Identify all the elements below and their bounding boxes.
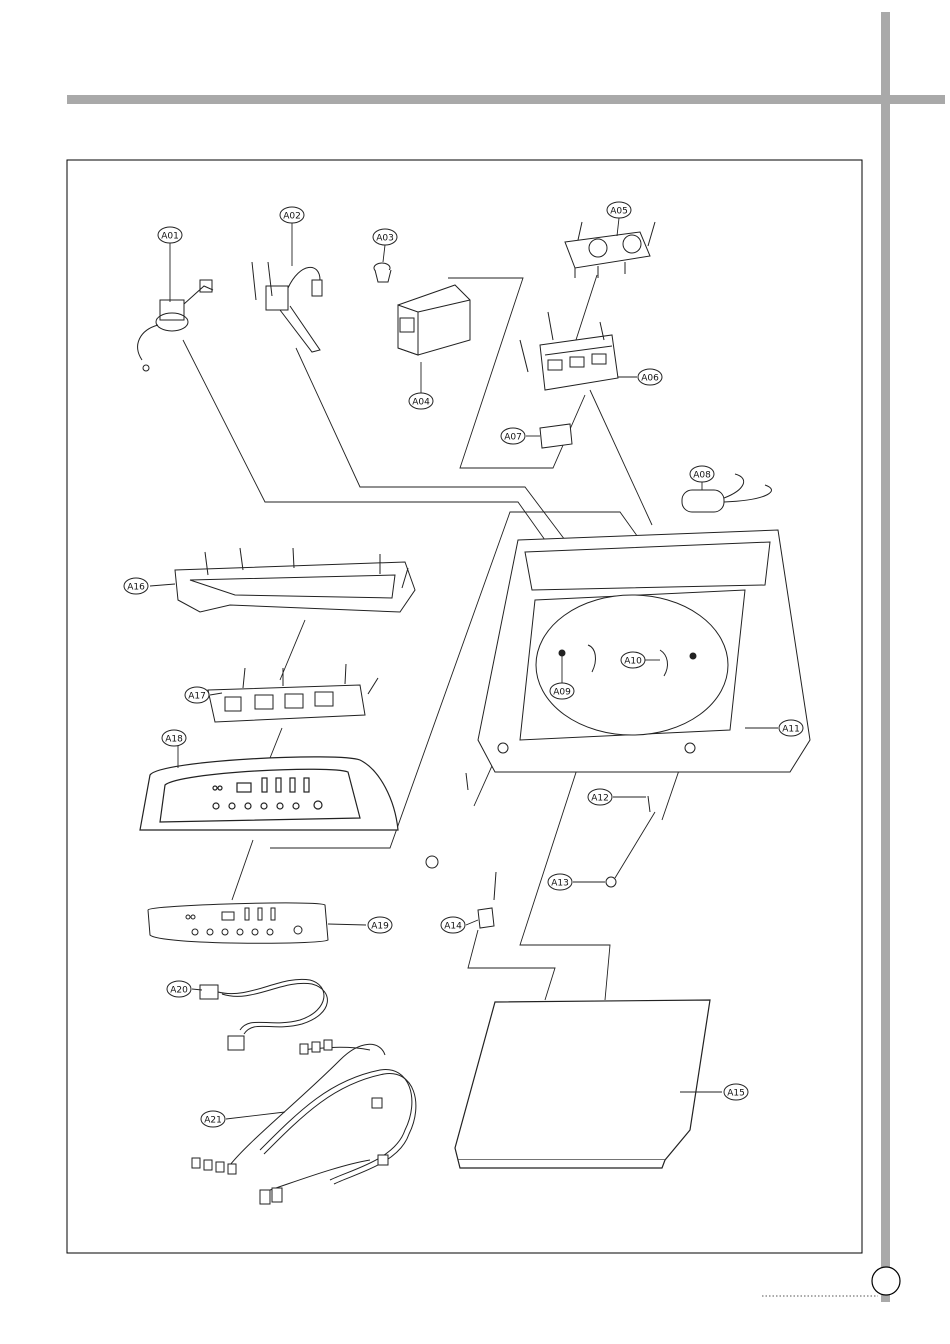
leader-a13	[615, 812, 655, 878]
leader-a14	[468, 930, 555, 1000]
callout-a17-text: A17	[188, 692, 206, 702]
callout-a20: A20	[167, 981, 191, 997]
callout-a10-text: A10	[624, 657, 642, 667]
callout-a19-text: A19	[371, 922, 389, 932]
part-a19-panel-overlay	[148, 903, 328, 943]
leader-a18-a19	[232, 840, 253, 900]
callout-a06-text: A06	[641, 374, 659, 384]
part-a16-panel-frame	[175, 548, 415, 612]
callout-a19: A19	[368, 917, 392, 933]
callout-a07: A07	[501, 428, 525, 444]
callout-a15-text: A15	[727, 1089, 745, 1099]
callout-a15: A15	[724, 1084, 748, 1100]
part-a01-pressure-switch	[138, 280, 213, 371]
part-a02-sensor-bracket	[252, 262, 322, 352]
callout-a04-text: A04	[412, 398, 430, 408]
part-a06-panel-housing	[520, 312, 618, 390]
side-rule	[881, 12, 890, 1302]
callout-a08: A08	[690, 466, 714, 482]
callout-a10: A10	[621, 652, 645, 668]
callout-a03-text: A03	[376, 234, 394, 244]
callout-a16-text: A16	[127, 583, 145, 593]
part-a04-dispenser	[398, 285, 470, 355]
callout-a11: A11	[779, 720, 803, 736]
part-a15-lid	[455, 1000, 710, 1168]
part-a21-wire-harness	[192, 1040, 416, 1204]
callout-a05: A05	[607, 202, 631, 218]
callout-a17: A17	[185, 687, 209, 703]
callout-a14: A14	[441, 917, 465, 933]
callout-a11-text: A11	[782, 725, 800, 735]
part-a03-cap	[374, 263, 391, 282]
part-a07-switch	[540, 424, 572, 448]
callout-a13-text: A13	[551, 879, 569, 889]
callout-a07-text: A07	[504, 433, 522, 443]
part-a12-a13-screw-foot	[426, 773, 650, 887]
callout-a20-text: A20	[170, 986, 188, 996]
callout-a16: A16	[124, 578, 148, 594]
header-rule	[67, 95, 945, 104]
leader-a17-a18	[270, 728, 282, 758]
part-a11-top-cover	[478, 530, 810, 772]
callout-a03: A03	[373, 229, 397, 245]
callout-a01: A01	[158, 227, 182, 243]
callout-a08-text: A08	[693, 471, 711, 481]
callout-a12-text: A12	[591, 794, 609, 804]
callout-a06: A06	[638, 369, 662, 385]
callout-a01-text: A01	[161, 232, 179, 242]
callout-a14-text: A14	[444, 922, 462, 932]
callout-a18: A18	[162, 730, 186, 746]
part-a20-power-cord	[200, 979, 327, 1050]
leader-a06	[590, 390, 652, 525]
callout-a02: A02	[280, 207, 304, 223]
callout-a04: A04	[409, 393, 433, 409]
leader-a05	[575, 275, 597, 343]
callout-a21-text: A21	[204, 1116, 222, 1126]
callout-a18-text: A18	[165, 735, 183, 745]
callout-a09-text: A09	[553, 688, 571, 698]
part-a05-knob-unit	[565, 222, 655, 278]
callout-a05-text: A05	[610, 207, 628, 217]
callout-a12: A12	[588, 789, 612, 805]
callout-a13: A13	[548, 874, 572, 890]
callout-a21: A21	[201, 1111, 225, 1127]
leader-a01	[183, 340, 545, 540]
callout-a09: A09	[550, 683, 574, 699]
part-a18-control-panel	[140, 757, 398, 830]
part-a17-control-board	[208, 664, 378, 722]
part-a14-clip	[478, 872, 496, 928]
page-number-circle	[872, 1267, 900, 1295]
leader-a16-a17	[280, 620, 305, 680]
callout-a02-text: A02	[283, 212, 301, 222]
